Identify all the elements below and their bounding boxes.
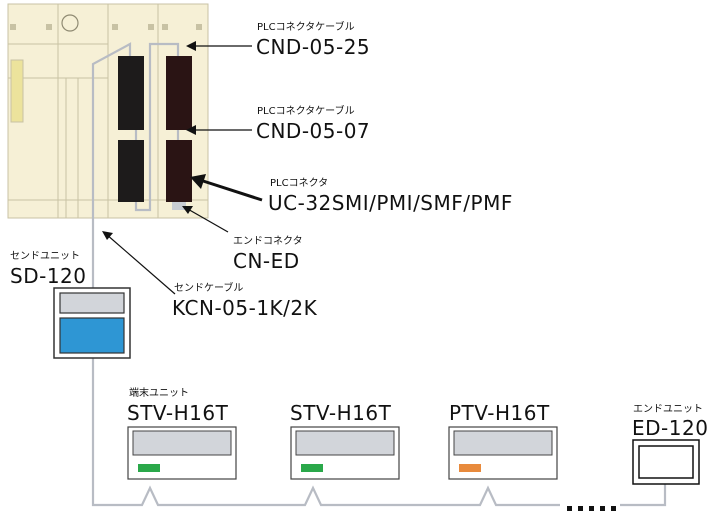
send-cable-label: KCN-05-1K/2K <box>172 296 318 320</box>
cnd-05-07-label: CND-05-07 <box>256 119 371 143</box>
end-connector-label: CN-ED <box>233 249 300 273</box>
terminal-unit-1-label: STV-H16T <box>127 401 229 425</box>
terminal-unit-caption: 端末ユニット <box>129 388 189 399</box>
end-unit-label: ED-120 <box>632 416 709 440</box>
continuation-dots <box>567 506 616 511</box>
plc-indicator <box>61 14 79 32</box>
end-unit <box>632 439 700 485</box>
cnd-05-07-caption: PLCコネクタケーブル <box>257 106 355 117</box>
plc-connector-right-bottom <box>166 140 192 202</box>
terminal-unit-2-label: STV-H16T <box>290 401 392 425</box>
cnd-05-25-label: CND-05-25 <box>256 35 371 59</box>
end-connector <box>172 202 186 210</box>
plc-connector-label: UC-32SMI/PMI/SMF/PMF <box>268 191 513 215</box>
plc-label-plate <box>10 59 24 123</box>
terminal-unit-1 <box>127 426 237 480</box>
plc-connector-left-bottom <box>118 140 144 202</box>
terminal-unit-3 <box>448 426 558 480</box>
send-unit-label: SD-120 <box>10 264 87 288</box>
cnd-05-25-caption: PLCコネクタケーブル <box>257 22 355 33</box>
terminal-unit-2 <box>290 426 400 480</box>
plc-connector-left-top <box>118 56 144 130</box>
pointer-arrows <box>102 41 263 295</box>
end-connector-caption: エンドコネクタ <box>233 236 303 247</box>
cables <box>91 42 667 507</box>
send-unit-caption: センドユニット <box>10 251 80 262</box>
plc-connector-right-top <box>166 56 192 130</box>
terminal-unit-3-label: PTV-H16T <box>449 401 550 425</box>
send-cable-caption: センドケーブル <box>174 283 244 294</box>
plc-connector-caption: PLCコネクタ <box>270 178 329 189</box>
send-unit <box>53 287 131 359</box>
end-unit-caption: エンドユニット <box>633 404 703 415</box>
